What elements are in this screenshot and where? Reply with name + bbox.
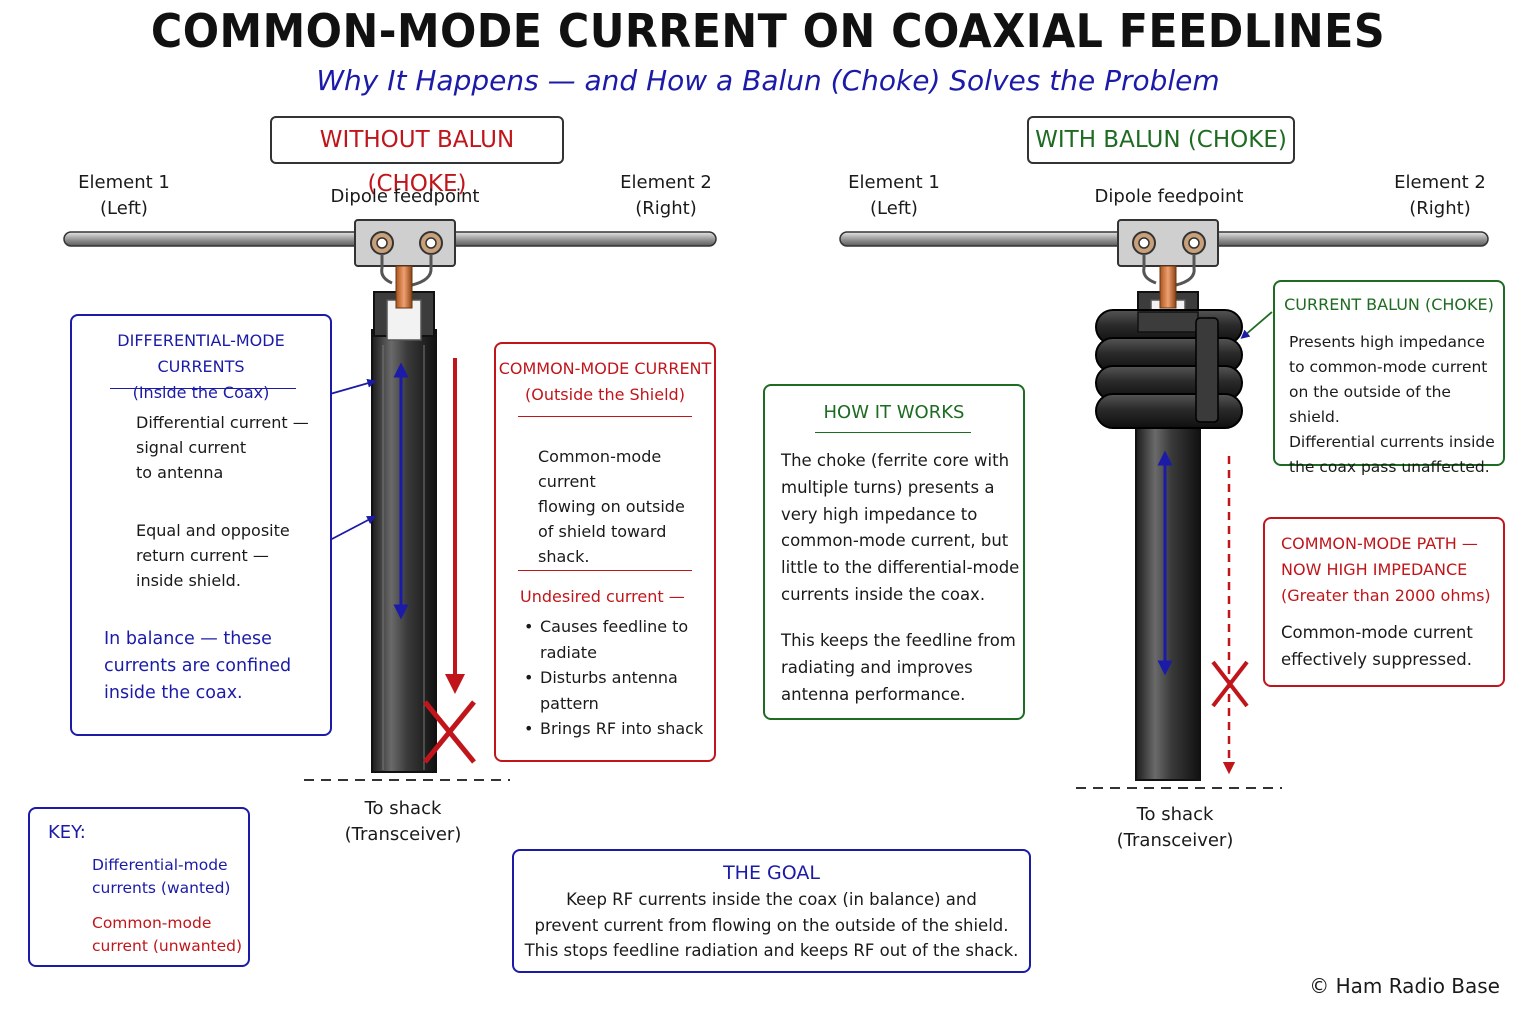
how-it-works-para1: The choke (ferrite core with multiple tu… (781, 451, 1020, 604)
list-item: Causes feedline to radiate (524, 614, 722, 665)
key-title: KEY: (48, 822, 86, 843)
left-pointer-upper (329, 378, 377, 395)
balun-box-text: Presents high impedance to common-mode c… (1289, 333, 1495, 476)
right-x-mark (1211, 660, 1249, 708)
common-box-title: COMMON-MODE CURRENT (Outside the Shield) (498, 359, 712, 404)
right-panel-title: WITH BALUN (CHOKE) (1027, 116, 1295, 164)
list-item: Brings RF into shack (524, 716, 722, 742)
common-mode-path-box: COMMON-MODE PATH — NOW HIGH IMPEDANCE (G… (1263, 517, 1505, 687)
left-shack-label: To shack(Transceiver) (344, 798, 462, 845)
goal-box: THE GOAL Keep RF currents inside the coa… (512, 849, 1031, 973)
key-common-label: Common-mode current (unwanted) (92, 914, 243, 955)
current-balun-box: CURRENT BALUN (CHOKE) Presents high impe… (1273, 280, 1505, 476)
how-it-works-box: HOW IT WORKS The choke (ferrite core wit… (763, 384, 1025, 720)
left-panel-title: WITHOUT BALUN (CHOKE) (270, 116, 564, 197)
balun-box-title: CURRENT BALUN (CHOKE) (1284, 295, 1494, 314)
divider (110, 388, 296, 389)
differential-mode-box: DIFFERENTIAL-MODE CURRENTS (Inside the C… (70, 314, 332, 736)
left-feedpoint-label: Dipole feedpoint (330, 186, 480, 207)
undesired-effects-list: Causes feedline to radiate Disturbs ante… (522, 614, 722, 742)
left-x-mark (423, 700, 476, 764)
left-pointer-lower (329, 515, 376, 541)
balun-pointer (1240, 311, 1273, 339)
page-title: COMMON-MODE CURRENT ON COAXIAL FEEDLINES (150, 4, 1386, 58)
differential-balance-note: In balance — these currents are confined… (104, 629, 292, 703)
page-subtitle: Why It Happens — and How a Balun (Choke)… (316, 64, 1220, 97)
how-it-works-title: HOW IT WORKS (823, 402, 965, 423)
key-box: KEY: Differential-mode currents (wanted)… (28, 807, 250, 967)
how-it-works-para2: This keeps the feedline from radiating a… (781, 631, 1016, 704)
differential-box-title: DIFFERENTIAL-MODE CURRENTS (Inside the C… (117, 331, 285, 402)
goal-text: Keep RF currents inside the coax (in bal… (524, 890, 1019, 960)
goal-title: THE GOAL (723, 862, 820, 884)
left-dipole (63, 219, 717, 287)
divider (815, 432, 971, 433)
right-feedpoint-label: Dipole feedpoint (1094, 186, 1244, 207)
list-item: Disturbs antenna pattern (524, 665, 722, 716)
left-element2-label: Element 2(Right) (620, 172, 712, 219)
path-box-text: Common-mode current effectively suppress… (1281, 623, 1473, 669)
left-coax-cable (371, 265, 437, 773)
credit-text: © Ham Radio Base (1309, 974, 1500, 998)
key-differential-label: Differential-mode currents (wanted) (92, 856, 231, 897)
divider (518, 570, 692, 571)
left-element1-label: Element 1(Left) (78, 172, 170, 219)
differential-item-signal: Differential current — signal current to… (136, 413, 309, 482)
path-box-title: COMMON-MODE PATH — NOW HIGH IMPEDANCE (G… (1281, 534, 1491, 605)
right-element2-label: Element 2(Right) (1394, 172, 1486, 219)
ferrite-choke (1095, 309, 1243, 429)
right-dipole (839, 219, 1489, 287)
undesired-current-label: Undesired current — (520, 587, 685, 606)
divider (518, 416, 692, 417)
differential-item-return: Equal and opposite return current — insi… (136, 521, 290, 590)
common-item-text: Common-mode current flowing on outside o… (538, 447, 685, 566)
common-mode-box: COMMON-MODE CURRENT (Outside the Shield)… (494, 342, 716, 762)
right-shack-label: To shack(Transceiver) (1116, 804, 1234, 851)
right-element1-label: Element 1(Left) (848, 172, 940, 219)
